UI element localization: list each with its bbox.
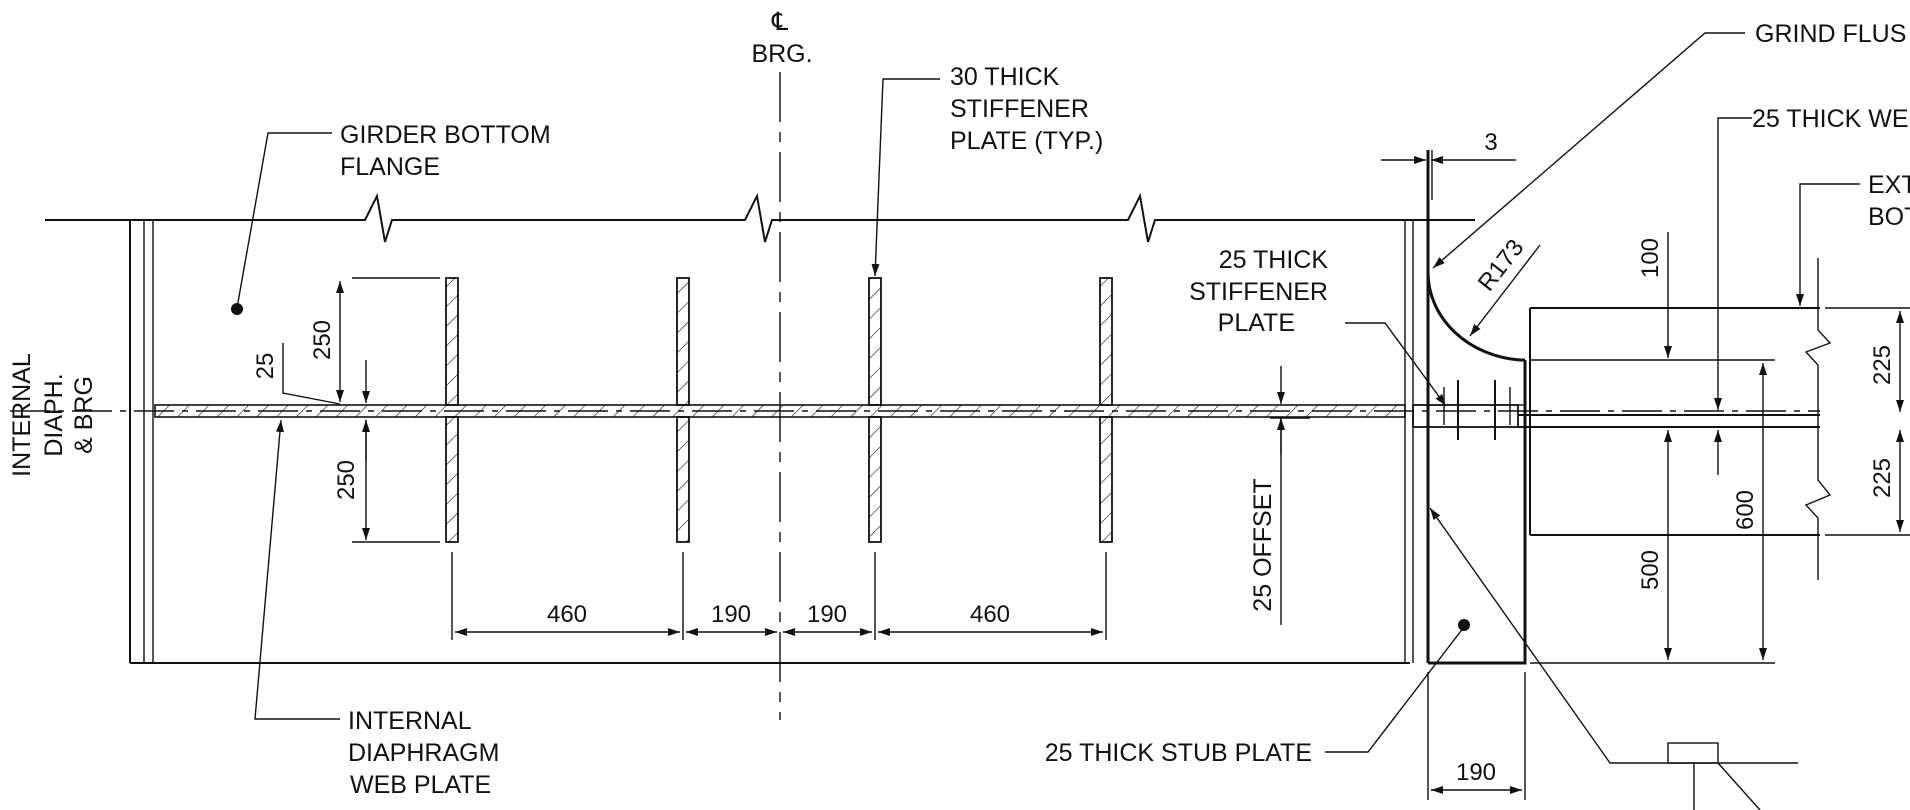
svg-text:INTERNAL: INTERNAL (348, 707, 472, 735)
offset-label: 25 OFFSET (1249, 478, 1277, 611)
dim-500: 500 (1530, 430, 1680, 664)
dim-190-stub-label: 190 (1456, 759, 1496, 786)
stiffener-3-bottom (868, 416, 882, 543)
girder-flange-outline (45, 192, 1475, 664)
svg-text:25 THICK: 25 THICK (1219, 246, 1329, 274)
dim-600: 600 (1680, 363, 1775, 664)
svg-text:PLATE (TYP.): PLATE (TYP.) (950, 127, 1103, 155)
svg-text:PLATE: PLATE (1218, 309, 1295, 337)
svg-text:& BRG: & BRG (70, 376, 98, 454)
dim-25-left: 25 (252, 353, 279, 380)
dim-225-bottom-label: 225 (1869, 458, 1896, 498)
ext-bot-label: EXT BOT (1796, 171, 1910, 306)
grind-flush-label: GRIND FLUS (1432, 20, 1906, 269)
cl-symbol: ℄ (771, 8, 788, 36)
svg-text:GIRDER BOTTOM: GIRDER BOTTOM (340, 121, 551, 149)
svg-text:STIFFENER: STIFFENER (1189, 278, 1328, 306)
stub-plate-label: 25 THICK STUB PLATE (1045, 626, 1465, 767)
weld-symbol-leader (1429, 507, 1798, 810)
dim-460-left: 460 (547, 601, 587, 628)
stiffener-3-top (868, 277, 882, 406)
stiffener-2-bottom (676, 416, 690, 543)
svg-text:30 THICK: 30 THICK (950, 63, 1060, 91)
svg-text:25 THICK STUB PLATE: 25 THICK STUB PLATE (1045, 739, 1312, 767)
dim-stiffener-heights: 250 25 250 (252, 277, 440, 543)
stiffener-4-top (1099, 277, 1113, 406)
svg-text:GRIND FLUS: GRIND FLUS (1755, 20, 1906, 48)
svg-text:BOT: BOT (1868, 203, 1910, 231)
dim-100: 100 (1637, 232, 1672, 358)
stiffener-30-label: 30 THICK STIFFENER PLATE (TYP.) (871, 63, 1103, 277)
stiffener-1-bottom (445, 416, 459, 543)
stiffener-4-bottom (1099, 416, 1113, 543)
svg-text:EXT: EXT (1868, 171, 1910, 199)
svg-text:FLANGE: FLANGE (340, 153, 440, 181)
stiffener-plates (445, 277, 1113, 543)
girder-bottom-flange-label: GIRDER BOTTOM FLANGE (231, 121, 551, 315)
dim-3: 3 (1381, 129, 1516, 200)
dim-225-top-label: 225 (1869, 345, 1896, 385)
dim-460-right: 460 (970, 601, 1010, 628)
dim-190-left: 190 (711, 601, 751, 628)
dim-100-label: 100 (1637, 238, 1664, 278)
dim-250-bottom: 250 (333, 460, 360, 500)
r173-label: R173 (1473, 234, 1530, 296)
dim-3-label: 3 (1484, 129, 1497, 156)
dim-25-offset: 25 OFFSET (1249, 366, 1310, 625)
dim-500-label: 500 (1637, 550, 1664, 590)
stiffener-2-top (676, 277, 690, 406)
svg-text:WEB PLATE: WEB PLATE (350, 771, 491, 799)
end-plate-assembly (1412, 150, 1820, 665)
dim-600-label: 600 (1732, 490, 1759, 530)
svg-text:DIAPH.: DIAPH. (40, 373, 68, 456)
dim-225-pair: 225 225 (1869, 311, 1904, 532)
internal-diaph-label: INTERNAL DIAPH. & BRG (8, 353, 98, 477)
dim-stiffener-spacing: 460 190 190 460 (451, 552, 1107, 640)
svg-text:INTERNAL: INTERNAL (8, 353, 36, 477)
svg-text:25 THICK WE: 25 THICK WE (1752, 105, 1909, 133)
dim-190-stub: 190 (1427, 672, 1526, 800)
svg-text:STIFFENER: STIFFENER (950, 95, 1089, 123)
cl-brg-label: BRG. (751, 40, 812, 68)
centerline-bearing: ℄ BRG. (751, 8, 813, 720)
stiffener-1-top (445, 277, 459, 406)
dim-250-top: 250 (309, 320, 336, 360)
stiffener-25-label: 25 THICK STIFFENER PLATE (1189, 246, 1447, 407)
svg-text:DIAPHRAGM: DIAPHRAGM (348, 739, 499, 767)
external-bottom-flange (1529, 258, 1910, 580)
diaphragm-web-label: INTERNAL DIAPHRAGM WEB PLATE (254, 419, 499, 799)
web-25-label: 25 THICK WE (1714, 105, 1909, 475)
dim-190-right: 190 (807, 601, 847, 628)
